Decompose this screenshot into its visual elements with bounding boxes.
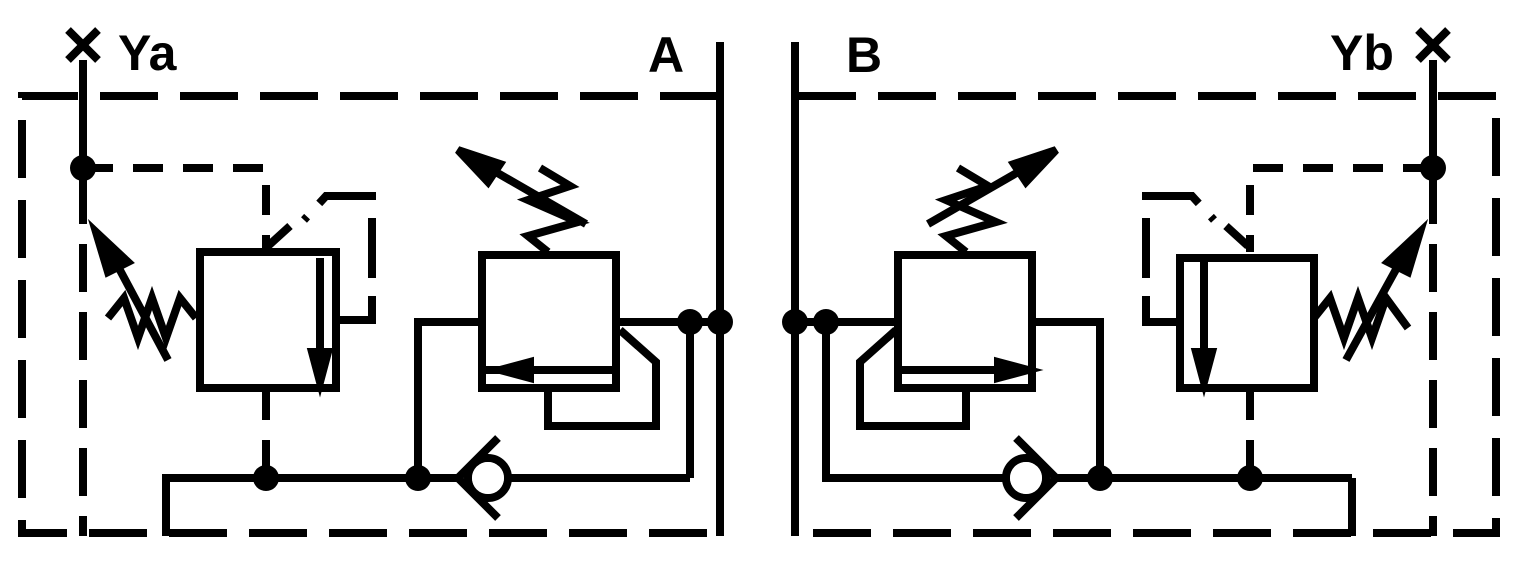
junction-dot-icon: [405, 465, 431, 491]
junction-dot-icon: [1237, 465, 1263, 491]
right-pilot-valve: [1142, 164, 1433, 478]
port-label-a: A: [648, 27, 685, 83]
junction-dot-icon: [253, 465, 279, 491]
housing-right: [798, 92, 1500, 537]
adjustable-spring-icon: [1310, 218, 1429, 362]
right-relief-valve: [795, 146, 1104, 478]
port-label-yb: Yb: [1330, 25, 1394, 81]
junction-dot-icon: [782, 309, 808, 335]
left-return-lines: [162, 322, 694, 536]
junction-dot-icon: [707, 309, 733, 335]
x-plug-icon: [65, 27, 101, 63]
port-label-b: B: [846, 27, 883, 83]
check-valve-icon: [455, 435, 512, 521]
left-relief-valve: [414, 146, 720, 478]
adjustable-spring-icon: [87, 218, 200, 362]
port-label-ya: Ya: [118, 25, 177, 81]
junction-dot-icon: [813, 309, 839, 335]
check-valve-icon: [1002, 435, 1059, 521]
junction-dot-icon: [70, 155, 96, 181]
junction-dot-icon: [1420, 155, 1446, 181]
x-plug-icon: [1415, 27, 1451, 63]
junction-dot-icon: [677, 309, 703, 335]
housing-left: [18, 92, 718, 537]
left-pilot-valve: [83, 164, 376, 478]
junction-dot-icon: [1087, 465, 1113, 491]
